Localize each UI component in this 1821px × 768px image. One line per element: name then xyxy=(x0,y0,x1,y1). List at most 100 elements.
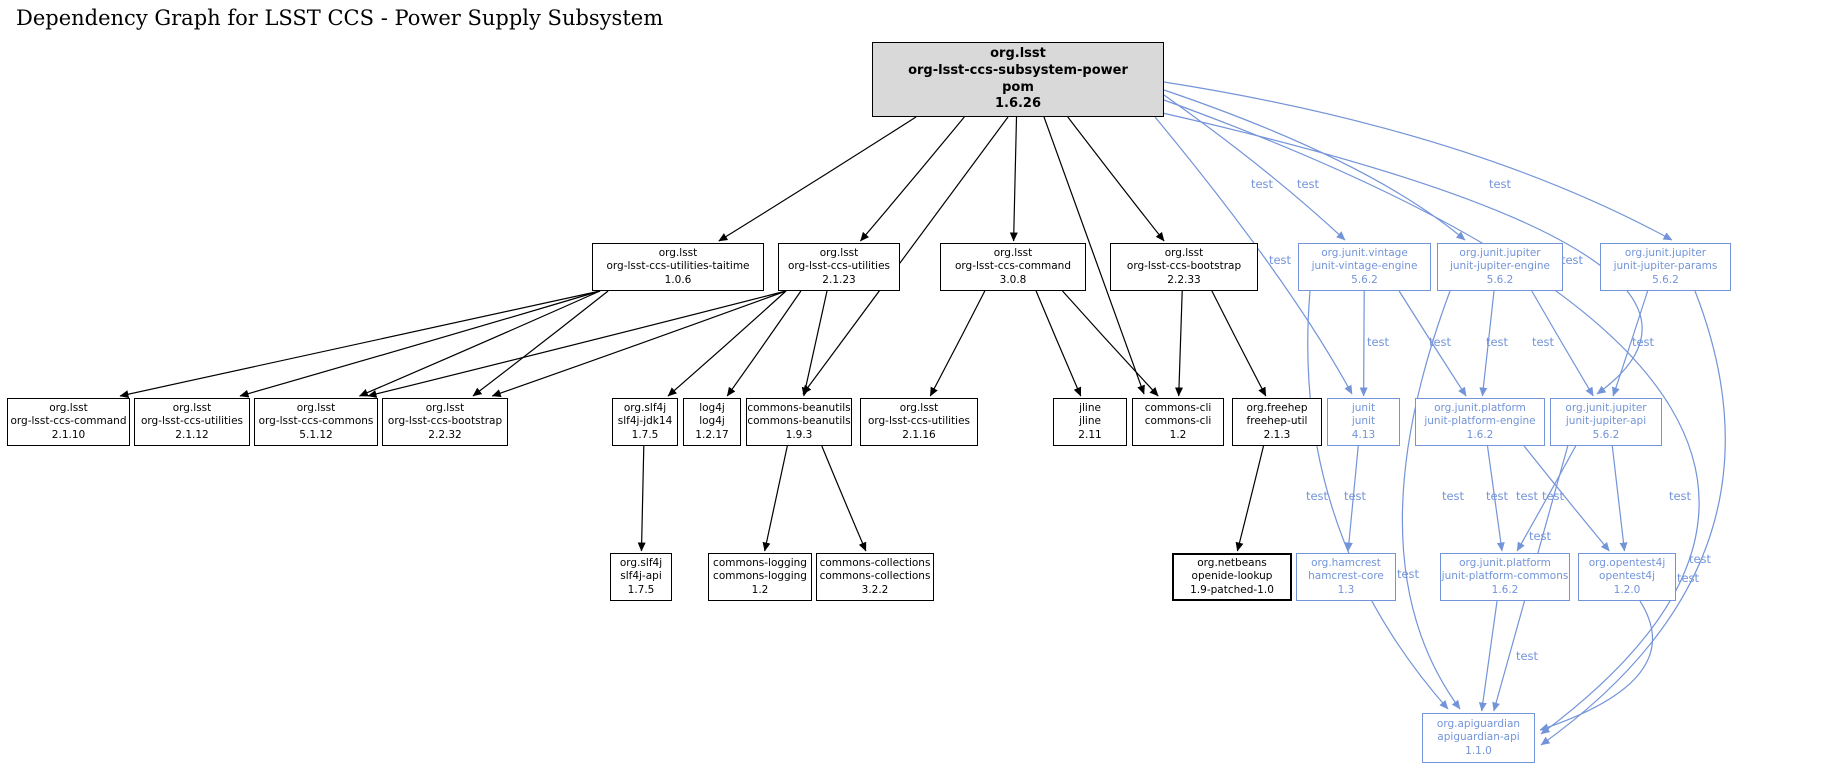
edge-pengine-pcommons xyxy=(1486,445,1505,552)
node-label-line: 2.11 xyxy=(1078,428,1102,441)
node-label-line: org.junit.jupiter xyxy=(1459,246,1541,259)
node-label-line: junit-vintage-engine xyxy=(1311,260,1418,273)
node-label-line: org.freehep xyxy=(1246,401,1308,414)
edge-scope-label: test xyxy=(1251,177,1274,191)
node-label-line: org.lsst xyxy=(1164,246,1204,259)
node-label-line: 4.13 xyxy=(1351,428,1376,441)
edge-scope-label: test xyxy=(1677,571,1700,585)
edge-util223-commons5112 xyxy=(367,290,787,398)
node-label-line: 2.2.33 xyxy=(1167,273,1201,286)
edge-util223-log4j xyxy=(726,290,802,397)
edge-util223-beanutils xyxy=(801,290,828,397)
node-label-line: org.apiguardian xyxy=(1436,717,1521,730)
node-label-line: 1.7.5 xyxy=(631,428,659,441)
node-label-line: org.lsst xyxy=(819,246,859,259)
node-label-line: org.lsst xyxy=(49,401,88,414)
node-label-line: commons-cli xyxy=(1144,401,1212,414)
node-label-line: org.lsst xyxy=(172,401,212,414)
node-label-line: org.lsst xyxy=(993,246,1033,259)
node-label-line: org.netbeans xyxy=(1197,556,1267,569)
node-label-line: 5.6.2 xyxy=(1652,273,1679,286)
edge-scope-label: test xyxy=(1516,649,1539,663)
edge-scope-label: test xyxy=(1689,552,1712,566)
edge-scope-label: test xyxy=(1486,489,1509,503)
edge-beanutils-ccollections xyxy=(821,445,867,552)
node-label-line: 1.9.3 xyxy=(785,428,813,441)
edge-pcommons-apiguardian xyxy=(1478,600,1498,712)
edge-boot233-ccli xyxy=(1175,290,1184,397)
edge-root-vintage xyxy=(1163,94,1346,241)
node-label-line: 1.0.6 xyxy=(664,273,692,286)
edge-jengine-japi xyxy=(1531,290,1594,397)
node-label-line: freehep-util xyxy=(1246,415,1308,428)
node-label-line: junit-jupiter-params xyxy=(1613,260,1718,273)
edge-root-util223 xyxy=(860,116,965,242)
edge-jparams-japi xyxy=(1612,290,1649,397)
node-label-line: org-lsst-ccs-utilities xyxy=(140,415,244,428)
edge-pengine-opentest xyxy=(1523,445,1610,552)
edge-scope-label: test xyxy=(1442,489,1465,503)
node-label-line: 1.2 xyxy=(1169,428,1187,441)
node-label-line: apiguardian-api xyxy=(1437,731,1520,744)
edge-cmd308-ccli xyxy=(1062,290,1159,397)
node-label-line: org.hamcrest xyxy=(1311,556,1381,569)
node-label-line: 2.1.16 xyxy=(902,428,936,441)
node-label-line: 2.2.32 xyxy=(428,428,462,441)
node-label-line: org.lsst xyxy=(296,401,336,414)
node-label-line: org.slf4j xyxy=(619,556,663,569)
node-label-line: junit-jupiter-api xyxy=(1565,415,1647,428)
edge-scope-label: test xyxy=(1529,529,1552,543)
edge-root-ccli xyxy=(1043,116,1145,395)
node-label-line: 1.6.26 xyxy=(994,96,1042,112)
node-label-line: 1.2.0 xyxy=(1613,583,1641,596)
node-label-line: 3.0.8 xyxy=(999,273,1027,286)
node-label-line: commons-logging xyxy=(713,556,807,569)
node-label-line: org-lsst-ccs-utilities xyxy=(867,415,971,428)
node-label-line: org-lsst-ccs-subsystem-power xyxy=(908,62,1128,78)
edge-util223-slf4jjdk xyxy=(667,290,787,397)
node-label-line: 3.2.2 xyxy=(861,583,889,596)
node-label-line: org-lsst-ccs-bootstrap xyxy=(1126,260,1242,273)
node-label-line: org-lsst-ccs-utilities xyxy=(787,260,891,273)
node-label-line: commons-collections xyxy=(819,570,931,583)
node-label-line: 2.1.3 xyxy=(1263,428,1291,441)
node-label-line: 1.2 xyxy=(751,583,769,596)
edge-root-jparams xyxy=(1163,81,1673,241)
node-label-line: org.lsst xyxy=(425,401,465,414)
edge-japi-pcommons xyxy=(1516,445,1577,552)
edge-junit413-hamcrest xyxy=(1344,445,1359,552)
node-label-line: org.junit.jupiter xyxy=(1624,246,1707,259)
node-label-line: slf4j-api xyxy=(620,570,662,583)
node-label-line: org.lsst xyxy=(899,401,939,414)
node-label-line: jline xyxy=(1079,415,1101,428)
node-label-line: junit xyxy=(1351,401,1376,414)
edge-root-junit413 xyxy=(1154,116,1353,395)
node-label-line: org-lsst-ccs-bootstrap xyxy=(387,415,503,428)
node-label-line: org-lsst-ccs-command xyxy=(10,415,127,428)
edge-japi-opentest xyxy=(1611,445,1628,552)
edge-root-apiguardian xyxy=(1163,99,1700,735)
edge-scope-label: test xyxy=(1397,567,1420,581)
node-label-line: commons-collections xyxy=(819,556,931,569)
edge-jparams-apiguardian xyxy=(1540,290,1726,746)
edge-beanutils-clogging xyxy=(762,445,788,552)
edge-opentest-apiguardian xyxy=(1539,600,1654,732)
